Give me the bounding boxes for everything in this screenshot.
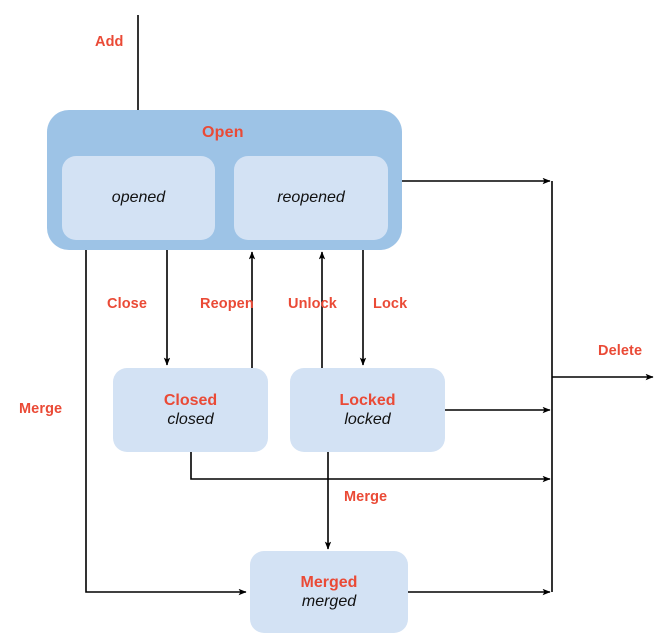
substate-opened[interactable]: opened	[62, 156, 215, 240]
edge-merge-open	[85, 250, 247, 596]
edge-label-delete: Delete	[598, 343, 643, 359]
edge-closed-to-delete-bus	[190, 452, 551, 483]
edge-label-reopen: Reopen	[200, 296, 254, 312]
state-merged-subtitle: merged	[301, 593, 357, 610]
edge-label-close: Close	[107, 296, 147, 312]
edge-label-add: Add	[95, 34, 124, 50]
edge-label-lock: Lock	[373, 296, 408, 312]
substate-reopened[interactable]: reopened	[234, 156, 388, 240]
state-locked-subtitle: locked	[344, 411, 391, 428]
state-closed[interactable]: Closed closed	[113, 368, 268, 452]
state-closed-title: Closed	[163, 392, 218, 409]
edge-label-merge-locked: Merge	[344, 489, 388, 505]
edge-label-unlock: Unlock	[288, 296, 337, 312]
substate-reopened-label: reopened	[277, 189, 345, 206]
state-merged[interactable]: Merged merged	[250, 551, 408, 633]
substate-opened-label: opened	[111, 189, 166, 206]
state-closed-subtitle: closed	[167, 411, 214, 428]
state-merged-title: Merged	[300, 574, 358, 591]
state-locked[interactable]: Locked locked	[290, 368, 445, 452]
state-locked-title: Locked	[339, 392, 396, 409]
state-group-open-label: Open	[202, 124, 244, 141]
edge-label-merge-open: Merge	[19, 401, 63, 417]
